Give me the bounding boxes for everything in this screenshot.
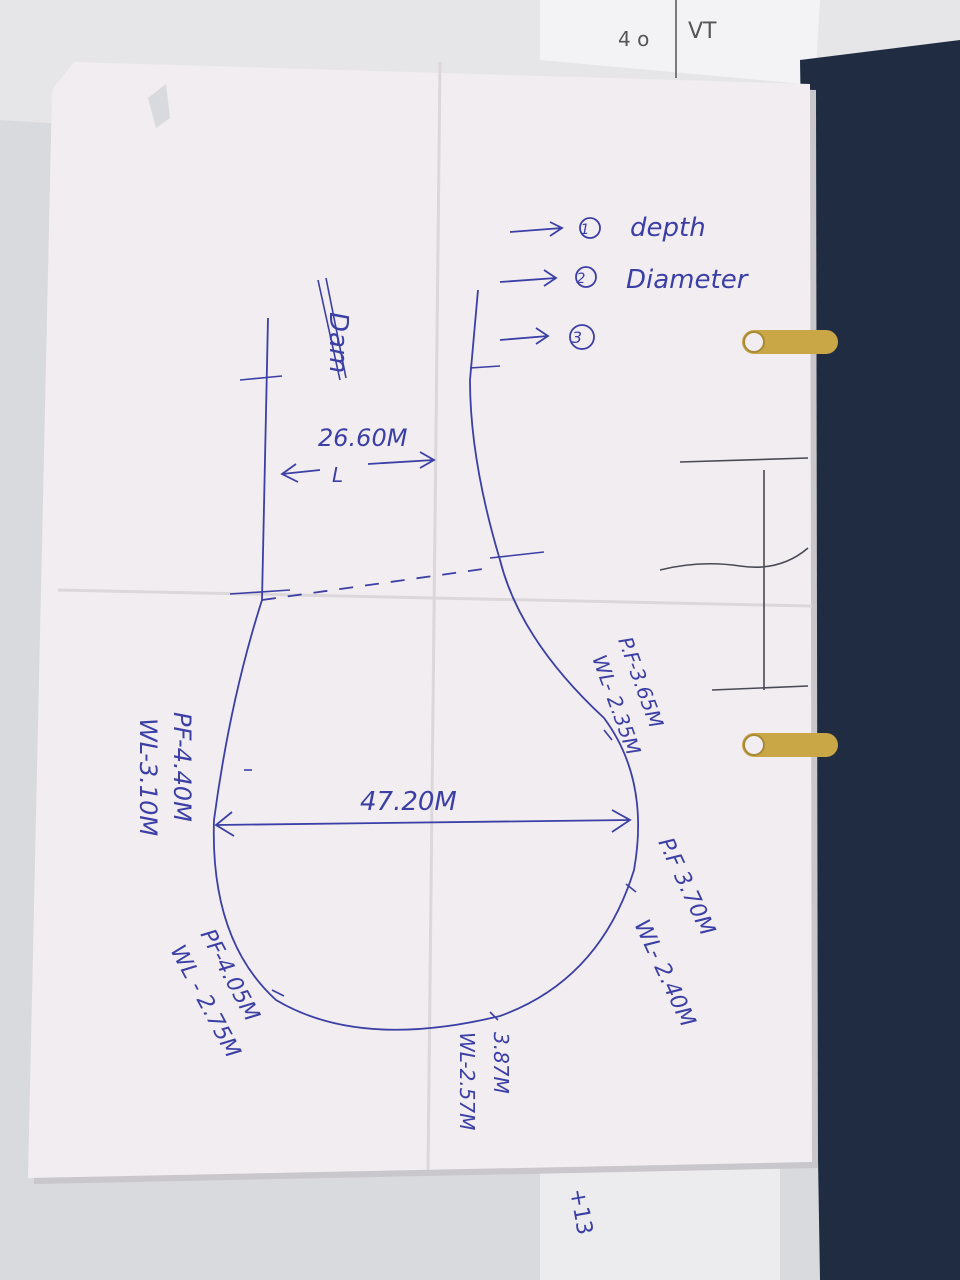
legend-num-3: 3 [572, 328, 582, 347]
legend-text-diameter: Diameter [626, 265, 750, 295]
paper-fold-vertical [426, 61, 442, 1171]
paper-tear [148, 84, 170, 128]
background-sheet-top-right [540, 0, 820, 85]
dam-label: Dam [323, 312, 353, 373]
paper-sheet [28, 62, 812, 1178]
diameter-arrow [214, 809, 632, 837]
neck-width-label: 26.60M [318, 424, 408, 452]
paper-fold-horizontal [57, 588, 813, 608]
legend-num-1: 1 [581, 222, 590, 238]
legend-num-2: 2 [577, 271, 586, 287]
pond-outline [212, 289, 639, 1031]
binder-ring-bottom [742, 733, 838, 757]
dam-underline [317, 277, 347, 381]
pencil-table-lines [659, 457, 809, 691]
point-c-pf: 3.87M [489, 1032, 513, 1094]
binder-ring-top [742, 330, 838, 354]
dam-dashed-line [261, 567, 491, 601]
neck-width-arrows [280, 451, 436, 483]
bg-mark-4o: 4 o [618, 27, 649, 51]
point-c-wl: WL-2.57M [455, 1032, 479, 1130]
legend-arrows [499, 217, 601, 350]
point-e-wl: WL-3.10M [134, 718, 162, 836]
outline-ticks [229, 365, 637, 1021]
binder-cover [800, 40, 960, 1280]
point-e-pf: PF-4.40M [168, 712, 196, 822]
neck-arrow-l: L [332, 463, 343, 487]
legend-text-depth: depth [630, 213, 706, 243]
diameter-label: 47.20M [360, 787, 457, 817]
bg-mark-vt: VT [688, 19, 717, 44]
